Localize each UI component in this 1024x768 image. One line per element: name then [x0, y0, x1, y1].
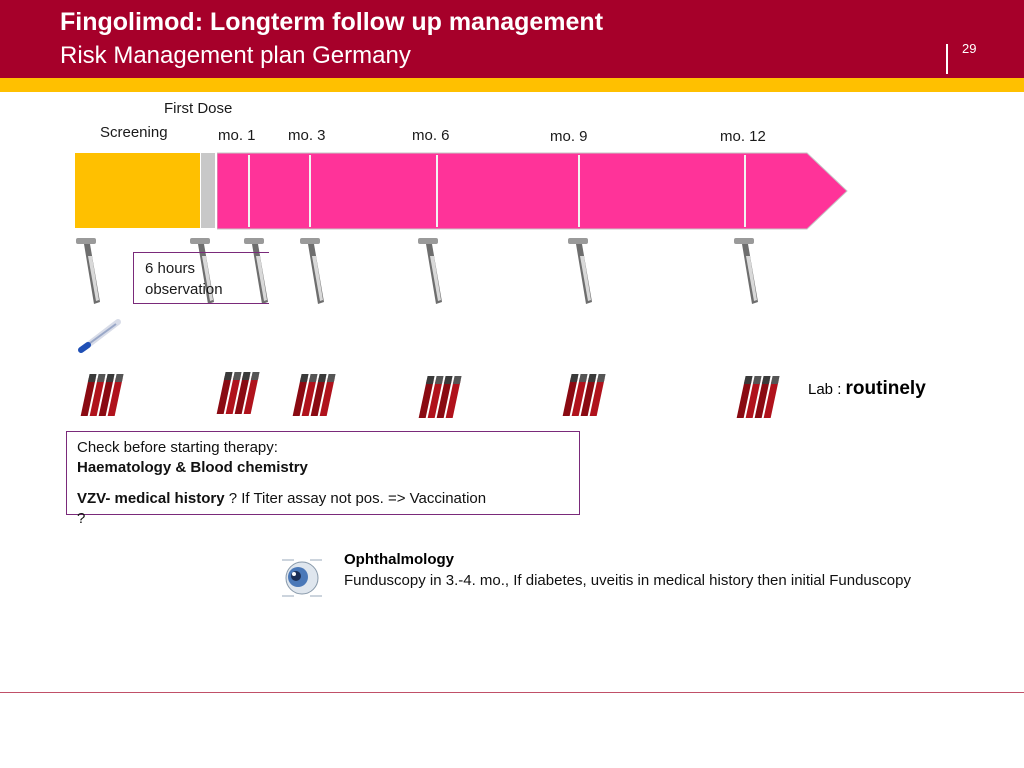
check-vzv-wrap: ?: [77, 510, 86, 527]
followup-arrow: [217, 152, 848, 230]
check-vzv-rest: ? If Titer assay not pos. => Vaccination: [224, 490, 487, 507]
reflex-hammer-icon: [76, 238, 100, 304]
header-divider: [946, 44, 948, 74]
slide-subtitle: Risk Management plan Germany: [60, 42, 411, 69]
blood-tubes-icon: [80, 374, 124, 416]
observation-text: 6 hours observation: [145, 258, 223, 300]
month-label-3: mo. 3: [288, 127, 326, 144]
blood-tubes-icon: [418, 376, 462, 418]
check-vzv-line: VZV- medical history ? If Titer assay no…: [77, 490, 486, 507]
first-dose-label: First Dose: [164, 100, 233, 117]
blood-tubes-icon: [292, 374, 336, 416]
blood-tubes-icon: [216, 372, 260, 414]
check-vzv-bold: VZV- medical history: [77, 490, 225, 507]
thermometer-icon: [78, 319, 121, 353]
month-label-12: mo. 12: [720, 128, 766, 145]
page-number: 29: [962, 41, 977, 56]
screening-bar: [75, 153, 200, 228]
lab-routinely-label: Lab : routinely: [808, 378, 926, 400]
lab-prefix: Lab :: [808, 381, 846, 398]
slide-title: Fingolimod: Longterm follow up managemen…: [60, 8, 604, 36]
month-label-6: mo. 6: [412, 127, 450, 144]
blood-tubes-icon: [736, 376, 780, 418]
header-banner: Fingolimod: Longterm follow up managemen…: [0, 0, 1024, 78]
reflex-hammer-icon: [568, 238, 592, 304]
month-label-1: mo. 1: [218, 127, 256, 144]
screening-label: Screening: [100, 124, 168, 141]
reflex-hammer-icon: [244, 238, 268, 304]
footer-line: [0, 692, 1024, 693]
check-before-therapy-box: [66, 431, 580, 515]
reflex-hammer-icon: [418, 238, 442, 304]
observation-line-1: 6 hours: [145, 260, 196, 277]
eye-icon: [282, 559, 322, 597]
blood-tubes-icon: [562, 374, 606, 416]
check-haematology: Haematology & Blood chemistry: [77, 459, 308, 476]
lab-emphasis: routinely: [845, 378, 926, 399]
observation-box: [133, 252, 269, 304]
ophthalmology-title: Ophthalmology: [344, 551, 454, 568]
reflex-hammer-icon: [300, 238, 324, 304]
reflex-hammer-icon: [190, 238, 214, 304]
accent-strip: [0, 78, 1024, 92]
first-dose-bar: [201, 153, 215, 228]
check-heading: Check before starting therapy:: [77, 439, 278, 456]
reflex-hammer-icon: [734, 238, 758, 304]
ophthalmology-text: Funduscopy in 3.-4. mo., If diabetes, uv…: [344, 572, 911, 589]
month-label-9: mo. 9: [550, 128, 588, 145]
observation-line-2: observation: [145, 281, 223, 298]
